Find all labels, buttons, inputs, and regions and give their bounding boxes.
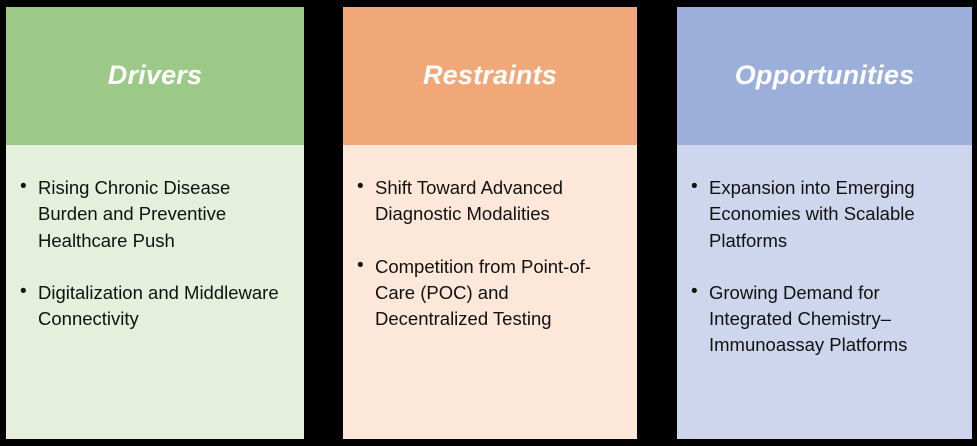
column-header-opportunities: Opportunities xyxy=(677,7,972,145)
list-item: Rising Chronic Disease Burden and Preven… xyxy=(16,174,290,254)
column-body-opportunities: Expansion into Emerging Economies with S… xyxy=(677,145,972,439)
list-item: Growing Demand for Integrated Chemistry–… xyxy=(687,279,958,359)
list-item: Competition from Point-of-Care (POC) and… xyxy=(353,253,623,333)
bullet-list-restraints: Shift Toward Advanced Diagnostic Modalit… xyxy=(353,174,623,333)
column-title-restraints: Restraints xyxy=(422,60,558,91)
column-restraints: Restraints Shift Toward Advanced Diagnos… xyxy=(342,6,638,440)
column-title-drivers: Drivers xyxy=(107,60,203,91)
list-item: Shift Toward Advanced Diagnostic Modalit… xyxy=(353,174,623,228)
column-drivers: Drivers Rising Chronic Disease Burden an… xyxy=(5,6,305,440)
column-header-restraints: Restraints xyxy=(343,7,637,145)
bullet-list-drivers: Rising Chronic Disease Burden and Preven… xyxy=(16,174,290,333)
column-body-restraints: Shift Toward Advanced Diagnostic Modalit… xyxy=(343,145,637,439)
list-item: Digitalization and Middleware Connectivi… xyxy=(16,279,290,333)
bullet-list-opportunities: Expansion into Emerging Economies with S… xyxy=(687,174,958,359)
column-header-drivers: Drivers xyxy=(6,7,304,145)
column-body-drivers: Rising Chronic Disease Burden and Preven… xyxy=(6,145,304,439)
column-opportunities: Opportunities Expansion into Emerging Ec… xyxy=(676,6,973,440)
column-title-opportunities: Opportunities xyxy=(734,60,915,91)
list-item: Expansion into Emerging Economies with S… xyxy=(687,174,958,254)
